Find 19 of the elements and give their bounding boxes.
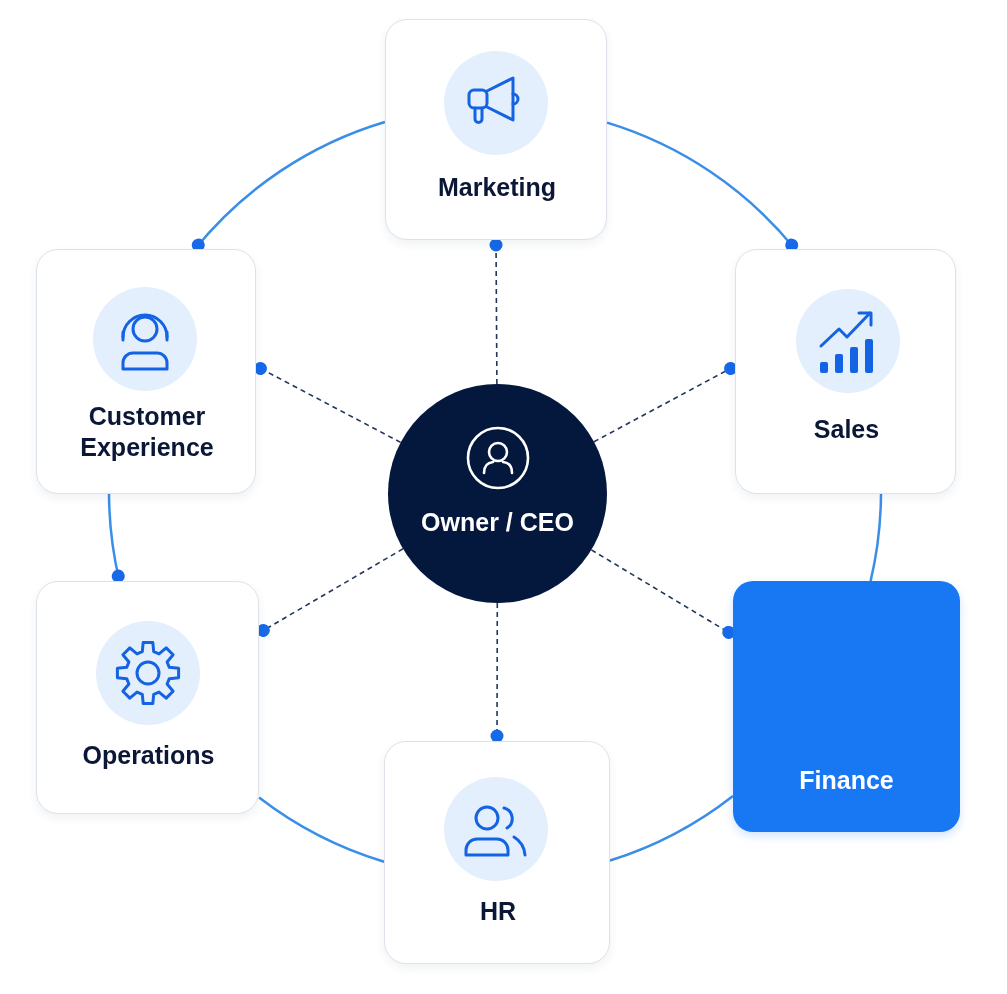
- card-label: Owner / CEO: [421, 506, 574, 538]
- card-label: Sales: [813, 413, 880, 445]
- card-label: Customer Experience: [79, 401, 215, 463]
- department-card: [384, 741, 610, 964]
- department-card: [36, 249, 256, 494]
- arc-connector: [609, 794, 734, 862]
- arc-connector: [258, 796, 385, 863]
- card-label: HR: [479, 895, 517, 927]
- dashed-connector: [489, 238, 503, 385]
- highlighted-card: [733, 581, 960, 832]
- arc-connector: [107, 493, 125, 583]
- card-label: Marketing: [437, 171, 557, 203]
- department-card: [385, 19, 607, 240]
- department-card: [36, 581, 259, 814]
- arc-connector: [869, 494, 883, 582]
- card-label: Finance: [799, 764, 894, 796]
- card-label: Operations: [82, 739, 215, 771]
- department-card: [735, 249, 956, 494]
- dashed-connector: [490, 602, 504, 743]
